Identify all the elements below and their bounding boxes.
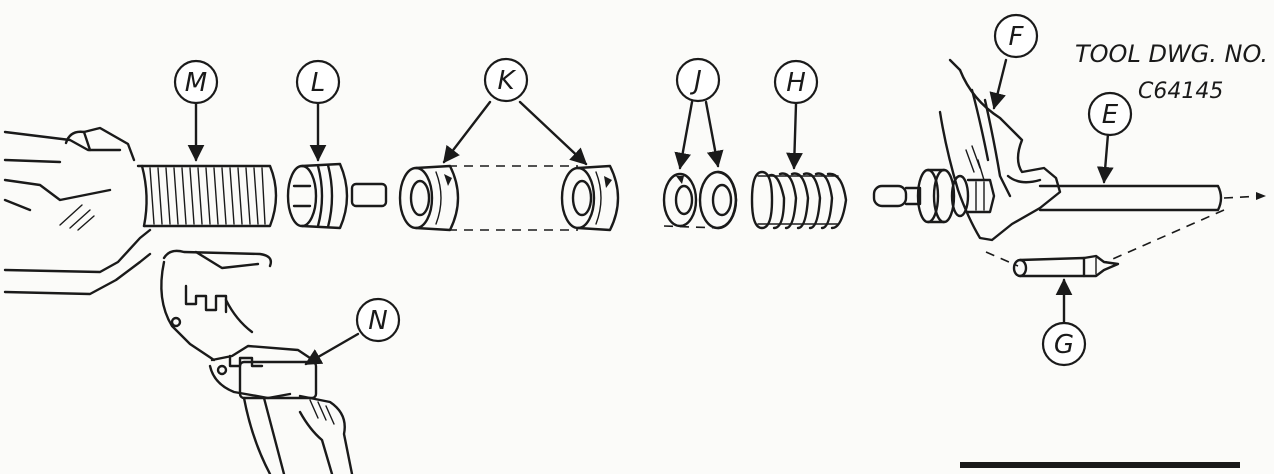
callout-l: L xyxy=(295,59,341,105)
part-k-split-ring-right xyxy=(560,164,620,232)
callout-j: J xyxy=(675,57,721,103)
part-e-rod xyxy=(1038,184,1266,212)
callout-f-circle xyxy=(993,13,1039,59)
bottom-edge-mark xyxy=(960,462,1240,468)
g-dashed-guide-right xyxy=(1105,209,1225,263)
callout-k-label: K xyxy=(497,66,516,96)
callout-f: F xyxy=(993,13,1039,59)
drawing-number-value: C64145 xyxy=(1138,79,1223,104)
callout-g: G xyxy=(1041,321,1087,367)
callout-h: H xyxy=(773,59,819,105)
callout-n: N xyxy=(355,297,401,343)
g-dashed-guide-left xyxy=(985,251,1019,267)
part-j-cup-right xyxy=(698,170,738,230)
part-m-gun-body xyxy=(3,126,278,296)
callout-e: E xyxy=(1087,91,1133,137)
leader-j-right xyxy=(704,100,724,168)
callout-g-label: G xyxy=(1054,330,1074,360)
callout-k-circle xyxy=(483,57,529,103)
callout-g-circle xyxy=(1041,321,1087,367)
part-k-split-ring-left xyxy=(398,164,460,232)
callout-m-label: M xyxy=(185,68,207,98)
callout-h-label: H xyxy=(786,68,806,98)
callout-e-circle xyxy=(1087,91,1133,137)
callout-k: K xyxy=(483,57,529,103)
callout-n-circle xyxy=(355,297,401,343)
callout-m: M xyxy=(173,59,219,105)
leader-n xyxy=(304,332,360,366)
drawing-number-label: TOOL DWG. NO. xyxy=(1075,40,1268,68)
callout-l-label: L xyxy=(311,68,326,98)
leader-k-right xyxy=(518,100,588,166)
callout-e-label: E xyxy=(1102,100,1119,130)
part-g-pin xyxy=(1012,254,1120,278)
leader-j-left xyxy=(674,100,694,170)
part-n-hose-connector xyxy=(160,249,354,474)
callout-n-label: N xyxy=(368,306,387,336)
barrel-threads xyxy=(149,167,266,225)
callout-h-circle xyxy=(773,59,819,105)
part-j-cup-left xyxy=(662,172,698,228)
part-l-nozzle-cap xyxy=(286,162,388,230)
callout-l-circle xyxy=(295,59,341,105)
leader-e xyxy=(1096,132,1114,184)
part-f-frame xyxy=(872,58,1062,242)
e-dashed-extension xyxy=(1223,195,1263,199)
callout-m-circle xyxy=(173,59,219,105)
part-h-spring xyxy=(750,170,848,230)
tool-drawing-number: TOOL DWG. NO. C64145 xyxy=(1075,40,1268,104)
callout-j-circle xyxy=(675,57,721,103)
leader-k-left xyxy=(442,100,492,164)
callout-f-label: F xyxy=(1009,22,1025,52)
leader-f xyxy=(989,58,1008,110)
leader-lines xyxy=(187,58,1114,366)
leader-h xyxy=(786,102,803,170)
